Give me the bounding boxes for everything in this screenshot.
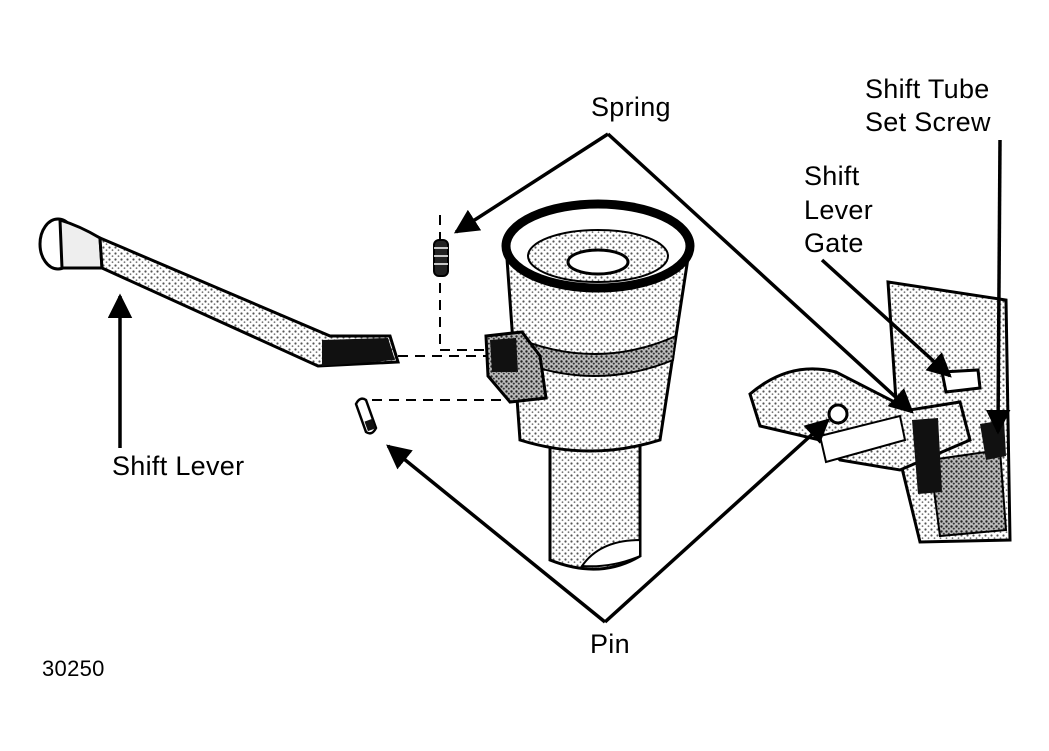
shift-lever-gate-label-line1: Shift [804,161,860,191]
alignment-lines [372,215,520,401]
leader-lines [107,132,1011,624]
pin-part [354,397,378,435]
shift-tube-set-screw-label-line1: Shift Tube [865,74,990,104]
figure-number: 30250 [42,656,105,681]
shift-housing-part [484,199,695,571]
gate-assembly-part [748,280,1012,544]
shift-lever-gate-label-line2: Lever [804,195,874,225]
shift-lever-part [38,217,401,368]
spring-label: Spring [591,92,671,122]
pin-label: Pin [590,629,630,659]
spring-part [433,239,449,277]
shift-lever-gate-label-line3: Gate [804,228,864,258]
shift-lever-label: Shift Lever [112,451,245,481]
shift-tube-set-screw-label-line2: Set Screw [865,107,991,137]
